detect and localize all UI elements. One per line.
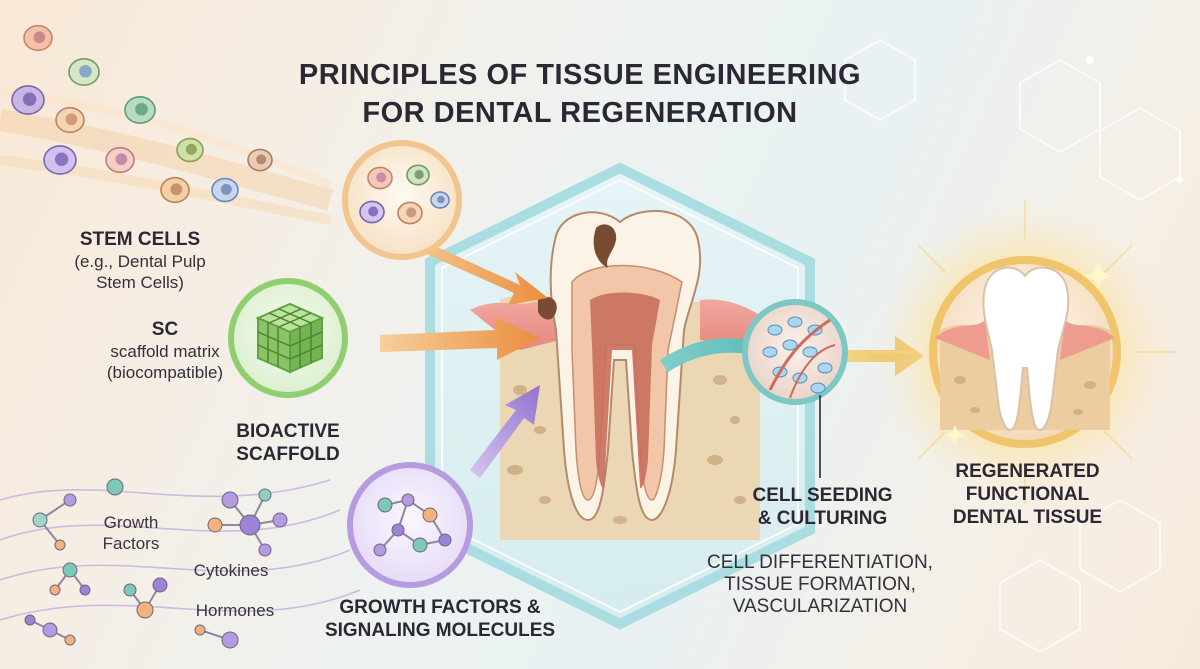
scaffold-detail-1: scaffold matrix [110,342,220,361]
scaffold-label: SC scaffold matrix (biocompatible) [90,318,240,383]
growth-factors-line-1: Growth [103,513,159,532]
page-title: PRINCIPLES OF TISSUE ENGINEERING FOR DEN… [200,56,960,132]
stem-cells-label: STEM CELLS (e.g., Dental Pulp Stem Cells… [40,228,240,293]
hormones-label: Hormones [195,601,275,620]
outcomes-line-1: CELL DIFFERENTIATION, [707,552,933,573]
cell-icon [406,164,430,186]
glow-rays [873,200,1177,504]
background-hexagons [844,38,1181,654]
cell-icon [160,176,190,204]
molecule-icon [24,478,288,649]
sparkle-icon [945,262,1112,445]
seeded-cell-icon [767,324,783,336]
molecule-icon [123,577,168,619]
title-line-1: PRINCIPLES OF TISSUE ENGINEERING [298,59,862,91]
scaffold-arrow [380,317,540,360]
signal-waves [0,479,361,621]
cell-icon [359,200,385,224]
scaffold-cube-icon [255,302,325,374]
result-line-2: FUNCTIONAL [965,484,1090,505]
molecule-icon [207,488,288,557]
signaling-molecules-label: GROWTH FACTORS & SIGNALING MOLECULES [310,596,570,642]
molecule-icon [194,624,239,649]
seeded-cell-icon [787,316,803,328]
molecule-icon [106,478,124,496]
stem-cells-detail-1: (e.g., Dental Pulp [74,252,206,271]
bioactive-scaffold-label: BIOACTIVE SCAFFOLD [213,420,363,466]
outcomes-line-3: VASCULARIZATION [732,596,908,617]
cell-icon [43,145,77,175]
cell-icon [23,24,53,52]
signal-arrow [470,385,540,478]
molecule-icon [373,493,452,557]
scaffold-heading: SC [151,319,179,340]
seeded-cell-icon [817,362,833,374]
cell-icon [176,137,204,163]
cell-icon [105,146,135,174]
seeded-cell-icon [810,382,826,394]
cell-icon [68,57,100,86]
result-line-1: REGENERATED [955,461,1100,482]
cell-icon [367,166,393,190]
cell-icon [430,191,450,209]
regenerated-tooth-icon [935,266,1115,432]
seeded-cell-icon [762,346,778,358]
bioactive-line-1: BIOACTIVE [236,421,340,442]
cytokines-label: Cytokines [193,561,269,580]
signaling-line-1: GROWTH FACTORS & [339,597,541,618]
bioactive-line-2: SCAFFOLD [236,444,340,465]
scaffold-detail-2: (biocompatible) [106,363,224,382]
outcomes-line-2: TISSUE FORMATION, [724,574,916,595]
outcomes-label: CELL DIFFERENTIATION, TISSUE FORMATION, … [685,552,955,618]
seeding-line-2: & CULTURING [757,508,888,529]
molecule-icon [32,493,77,551]
cell-icon [211,177,239,203]
cell-seeding-label: CELL SEEDING & CULTURING [735,484,910,530]
seeded-cell-icon [802,346,818,358]
stem-cell-icon [11,24,273,204]
seeding-icon [762,316,833,394]
cell-icon [124,96,156,125]
growth-factors-label: Growth Factors [86,512,176,554]
result-label: REGENERATED FUNCTIONAL DENTAL TISSUE [935,460,1120,529]
signaling-line-2: SIGNALING MOLECULES [324,620,556,641]
molecule-icon [49,562,91,596]
seeding-arrow [660,328,778,372]
molecule-icon [24,614,76,646]
stem-cells-detail-2: Stem Cells) [96,273,184,292]
title-line-2: FOR DENTAL REGENERATION [362,97,798,129]
cell-icon [247,148,273,172]
cell-icon [397,201,423,225]
result-line-3: DENTAL TISSUE [952,507,1103,528]
stem-cells-heading: STEM CELLS [79,229,201,250]
cell-icon [55,106,85,134]
growth-factors-line-2: Factors [102,534,160,553]
molecule-circle [347,462,473,588]
seeding-line-1: CELL SEEDING [752,485,893,506]
seeded-cell-icon [782,339,798,351]
cell-icon [11,85,45,115]
